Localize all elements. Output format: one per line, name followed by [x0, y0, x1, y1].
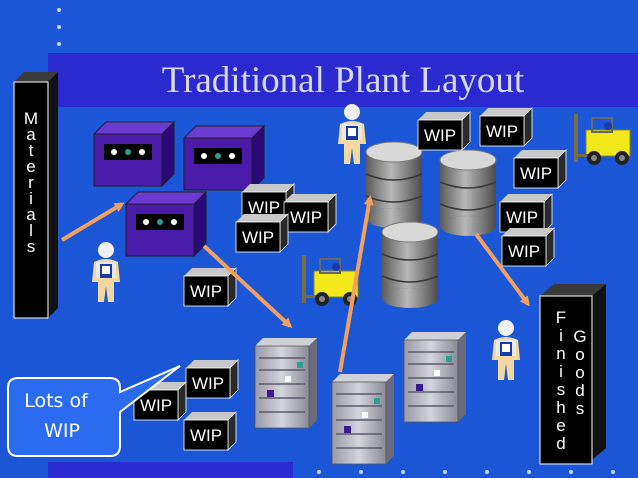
materials-letter: r — [28, 173, 34, 192]
wip-box: WIP — [133, 381, 187, 421]
wip-label: WIP — [190, 426, 222, 445]
storage-rack-icon — [331, 373, 395, 465]
callout: Lots of WIP — [7, 365, 181, 457]
wip-label: WIP — [248, 198, 280, 217]
flow-arrow — [474, 232, 530, 307]
wip-label: WIP — [486, 122, 518, 141]
wip-box: WIP — [241, 183, 295, 223]
goods-letter: o — [575, 345, 584, 364]
storage-rack-icon — [254, 337, 318, 429]
wip-box: WIP — [185, 359, 239, 399]
wip-box: WIP — [501, 227, 555, 267]
decor-dot — [443, 470, 447, 474]
materials-letter: t — [29, 141, 34, 160]
wip-label: WIP — [520, 164, 552, 183]
decor-dot — [359, 470, 363, 474]
flow-arrow — [338, 195, 374, 373]
worker-icon — [338, 104, 366, 164]
finished-letter: h — [556, 398, 565, 417]
materials-letter: s — [27, 237, 36, 256]
bottom-bar — [48, 462, 293, 478]
finished-letter: i — [559, 326, 563, 345]
forklift-icon — [301, 254, 359, 307]
finished-letter: d — [556, 434, 565, 453]
materials-letter: e — [26, 157, 35, 176]
finished-goods-column: F i n i s h e d G o o d s — [539, 284, 606, 465]
storage-cylinder-icon — [381, 221, 439, 309]
worker-icon — [92, 242, 120, 302]
callout-line-2: WIP — [44, 420, 80, 442]
finished-letter: n — [556, 344, 565, 363]
wip-label: WIP — [508, 242, 540, 261]
wip-label: WIP — [190, 282, 222, 301]
wip-box: WIP — [183, 411, 237, 451]
goods-letter: o — [575, 363, 584, 382]
callout-line-1: Lots of — [24, 390, 89, 412]
machine-icon — [93, 121, 175, 187]
wip-box: WIP — [183, 267, 237, 307]
decor-dot — [57, 25, 61, 29]
materials-letter: i — [29, 189, 33, 208]
goods-letter: G — [573, 327, 586, 346]
flow-arrows — [60, 195, 530, 373]
wip-box: WIP — [235, 213, 289, 253]
materials-letter: a — [26, 205, 36, 224]
materials-letter: M — [24, 109, 38, 128]
flow-arrow — [60, 202, 125, 242]
decor-dot — [527, 470, 531, 474]
materials-column: M a t e r i a l s — [13, 72, 58, 319]
wip-label: WIP — [506, 208, 538, 227]
decor-dot — [569, 470, 573, 474]
machine-icon — [125, 191, 207, 257]
materials-letter: a — [26, 125, 36, 144]
goods-letter: s — [576, 399, 585, 418]
finished-letter: F — [556, 308, 566, 327]
title-bar — [48, 53, 638, 107]
worker-icon — [492, 320, 520, 380]
wip-box: WIP — [499, 193, 553, 233]
wip-box: WIP — [283, 193, 337, 233]
goods-letter: d — [575, 381, 584, 400]
wip-label: WIP — [424, 126, 456, 145]
decor-dot — [317, 470, 321, 474]
finished-letter: e — [556, 416, 565, 435]
decor-dot — [611, 470, 615, 474]
storage-cylinder-icon — [365, 141, 423, 229]
storage-rack-icon — [403, 331, 467, 423]
decor-dot — [57, 42, 61, 46]
wip-label: WIP — [192, 374, 224, 393]
wip-label: WIP — [290, 208, 322, 227]
flow-arrow — [202, 244, 293, 329]
storage-cylinder-icon — [439, 149, 497, 237]
decor-dot — [57, 8, 61, 12]
finished-letter: i — [559, 362, 563, 381]
wip-label: WIP — [242, 228, 274, 247]
wip-box: WIP — [417, 111, 471, 151]
slide-title: Traditional Plant Layout — [161, 60, 525, 101]
machine-icon — [183, 125, 265, 191]
materials-letter: l — [29, 221, 33, 240]
wip-box: WIP — [479, 107, 533, 147]
wip-box: WIP — [513, 149, 567, 189]
decor-dot — [401, 470, 405, 474]
decor-dot — [485, 470, 489, 474]
forklift-icon — [573, 113, 631, 166]
wip-label: WIP — [140, 396, 172, 415]
finished-letter: s — [557, 380, 566, 399]
